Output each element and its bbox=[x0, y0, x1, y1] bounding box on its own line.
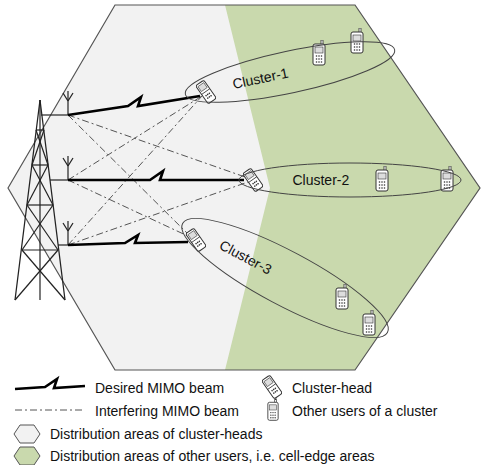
legend-head-sample bbox=[262, 375, 283, 399]
user-phone bbox=[376, 166, 388, 191]
legend-beam-sample bbox=[15, 379, 85, 389]
legend-user-sample bbox=[268, 399, 278, 420]
cluster-head-area bbox=[8, 5, 480, 370]
legend-text: Interfering MIMO beam bbox=[95, 404, 239, 418]
legend-swatch bbox=[14, 425, 40, 443]
legend-interfering-sample bbox=[15, 410, 85, 411]
legend-text: Desired MIMO beam bbox=[95, 381, 224, 395]
base-station-tower bbox=[15, 100, 65, 300]
legend-swatch bbox=[14, 447, 40, 465]
legend-text: Cluster-head bbox=[292, 381, 372, 395]
cluster-head-phone bbox=[186, 228, 207, 252]
cell-hexagon bbox=[8, 5, 480, 370]
cluster-ellipse: Cluster-2 bbox=[238, 162, 462, 198]
user-phone bbox=[336, 284, 348, 309]
cluster-head-phone bbox=[196, 80, 217, 104]
cluster-ellipse-shape bbox=[170, 200, 400, 357]
legend-swatches bbox=[14, 425, 40, 465]
cell-edge-area bbox=[225, 5, 480, 370]
desired-beam bbox=[68, 96, 244, 245]
cluster-label: Cluster-2 bbox=[292, 173, 349, 187]
cluster-label: Cluster-3 bbox=[217, 238, 274, 277]
user-phone bbox=[363, 310, 375, 335]
legend-text: Distribution areas of other users, i.e. … bbox=[50, 449, 375, 463]
cluster-label: Cluster-1 bbox=[231, 66, 289, 92]
cluster-ellipse-shape bbox=[181, 29, 399, 115]
cluster-ellipse-shape bbox=[239, 163, 461, 197]
legend-text: Distribution areas of cluster-heads bbox=[50, 427, 262, 441]
legend-text: Other users of a cluster bbox=[292, 404, 438, 418]
user-phone bbox=[313, 40, 325, 65]
user-phone bbox=[351, 28, 363, 53]
cluster-outline bbox=[238, 162, 462, 198]
